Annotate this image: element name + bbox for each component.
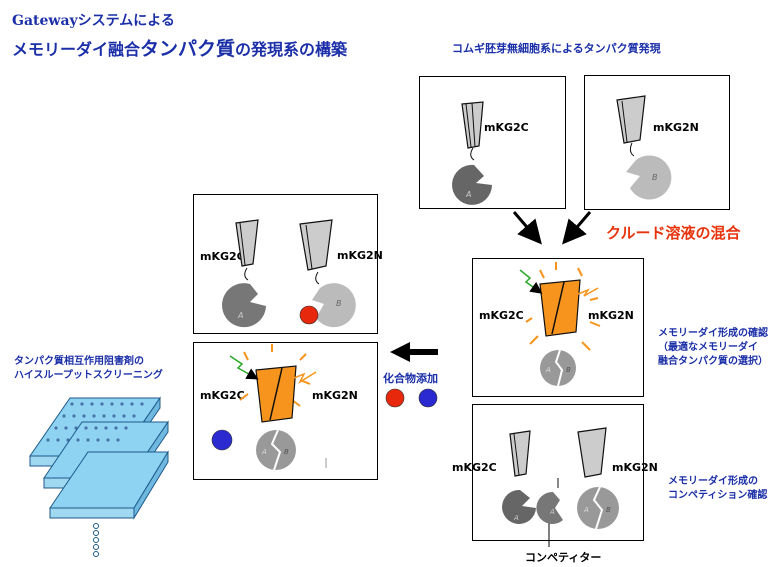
confirm-caption-line2: （最適なメモリーダイ xyxy=(658,342,758,353)
svg-text:B: B xyxy=(652,173,658,182)
confirm-caption-line1: メモリーダイ形成の確認 xyxy=(658,328,768,339)
svg-text:B: B xyxy=(336,299,342,308)
page-title-line2: メモリーダイ融合タンパク質の発現系の構築 xyxy=(12,34,347,61)
crude-mix-caption: クルード溶液の混合 xyxy=(606,224,741,242)
compound-red-dot xyxy=(385,388,405,408)
compound-blue-dot xyxy=(418,388,438,408)
arrow-add-compound xyxy=(390,342,438,362)
plate-wells xyxy=(46,402,144,442)
hts-caption-line1: タンパク質相互作用阻害剤の xyxy=(14,356,144,367)
competitor-protein: A xyxy=(536,478,563,524)
label-mkg2n-dissociated: mKG2N xyxy=(337,249,383,262)
fused-barrel-screen: A B xyxy=(211,344,327,471)
label-mkg2c-competition: mKG2C xyxy=(452,461,497,474)
confirm-caption: メモリーダイ形成の確認 （最適なメモリーダイ 融合タンパク質の選択） xyxy=(658,327,768,369)
title-protein: タンパク質 xyxy=(140,38,236,60)
mkg2c-competition: A xyxy=(502,430,536,524)
continuation-dots xyxy=(93,523,99,557)
svg-text:B: B xyxy=(284,448,289,456)
title-expression: の発現系の構築 xyxy=(235,40,348,59)
label-mkg2c-formation: mKG2C xyxy=(479,309,524,322)
svg-text:A: A xyxy=(583,506,589,514)
arrow-mix-left xyxy=(512,211,542,245)
label-mkg2n-competition: mKG2N xyxy=(612,461,658,474)
competition-caption-line2: コンペティション確認 xyxy=(668,490,768,501)
panel-mkg2c-expression xyxy=(419,76,566,209)
hts-caption: タンパク質相互作用阻害剤の ハイスループットスクリーニング xyxy=(14,355,163,383)
mkg2c-half-barrel-top xyxy=(461,101,484,161)
svg-text:A: A xyxy=(549,508,555,516)
hts-caption-line2: ハイスループットスクリーニング xyxy=(14,370,163,381)
competition-caption-line1: メモリーダイ形成の xyxy=(668,476,758,487)
title-system: システムによる xyxy=(77,13,175,29)
svg-text:B: B xyxy=(566,366,571,374)
wheat-germ-caption: コムギ胚芽無細胞系によるタンパク質発現 xyxy=(452,42,661,55)
mkg2c-dissociated: A xyxy=(222,219,266,328)
well-plate-stack xyxy=(29,396,169,557)
title-memorydai: メモリーダイ融合 xyxy=(12,40,141,59)
mkg2n-half-barrel-top xyxy=(616,95,646,157)
svg-text:A: A xyxy=(237,311,243,320)
mkg2n-dissociated: B xyxy=(299,219,356,328)
svg-text:A: A xyxy=(465,190,471,199)
compound-caption: 化合物添加 xyxy=(383,372,438,385)
arrow-mix-right xyxy=(562,211,592,245)
label-mkg2c-top: mKG2C xyxy=(484,121,529,134)
label-mkg2n-top: mKG2N xyxy=(653,121,699,134)
protein-a-top: A xyxy=(452,164,492,205)
label-mkg2n-formation: mKG2N xyxy=(588,309,634,322)
title-gateway: Gateway xyxy=(12,13,78,29)
page-title-line1: Gatewayシステムによる xyxy=(12,10,175,30)
fused-barrel-formation: A B xyxy=(519,262,601,387)
svg-text:A: A xyxy=(261,448,267,456)
label-mkg2c-dissociated: mKG2C xyxy=(200,250,245,263)
protein-b-top: B xyxy=(626,155,672,200)
confirm-caption-line3: 融合タンパク質の選択） xyxy=(658,356,768,367)
svg-text:A: A xyxy=(545,366,551,374)
label-mkg2n-screen: mKG2N xyxy=(312,389,358,402)
svg-text:B: B xyxy=(606,506,611,514)
competition-caption: メモリーダイ形成の コンペティション確認 xyxy=(668,475,767,503)
well-plate-3 xyxy=(49,450,169,520)
mkg2n-competition: A B xyxy=(577,427,619,530)
label-mkg2c-screen: mKG2C xyxy=(200,389,245,402)
competitor-label: コンペティター xyxy=(525,551,602,564)
svg-text:A: A xyxy=(513,514,519,522)
